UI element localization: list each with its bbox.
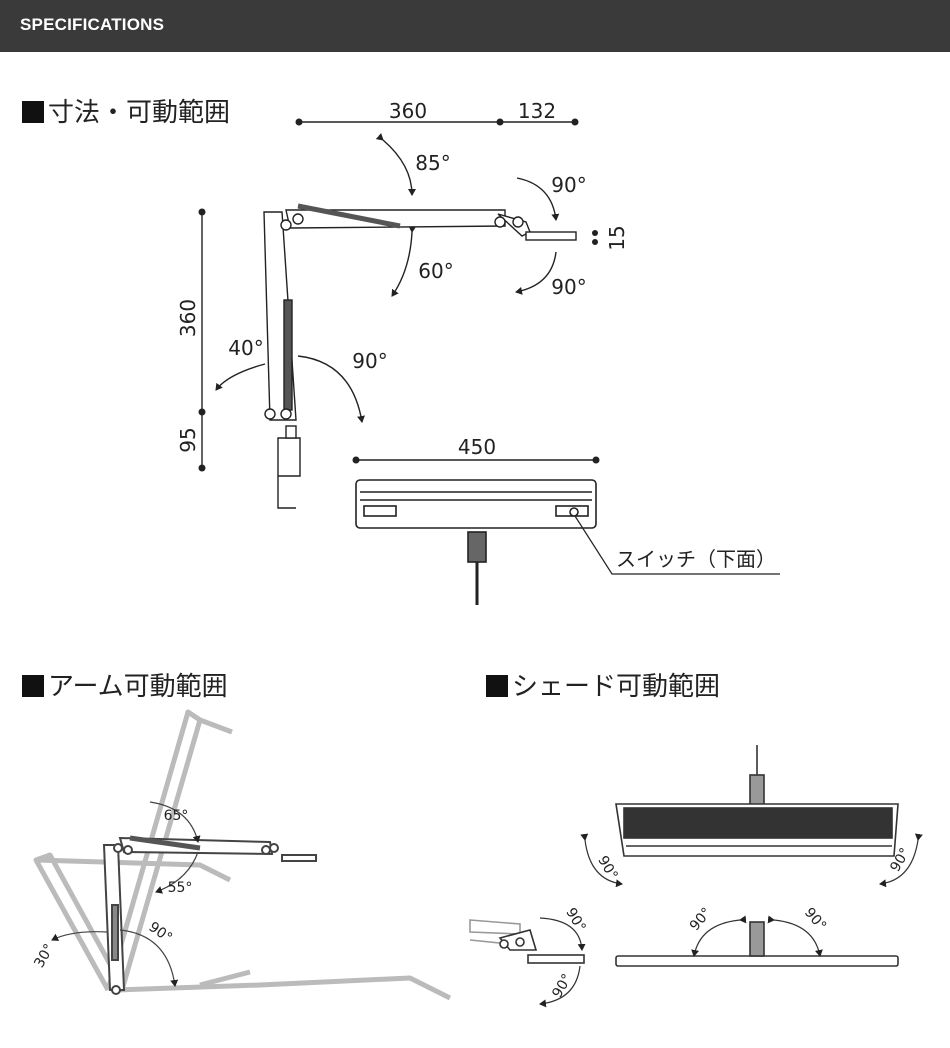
shade-range-bottom	[615, 921, 899, 967]
angle-lower-fwd: 90°	[352, 349, 387, 373]
section-title-shade: シェード可動範囲	[486, 666, 720, 703]
shade-side-down: 90°	[549, 971, 575, 1001]
shade-range-side-arcs	[539, 917, 586, 1008]
arm-range-ghost-positions	[33, 709, 452, 1001]
dim-lower-arm: 360	[176, 299, 200, 337]
square-bullet-icon	[486, 675, 508, 697]
arm-angle-upper: 65°	[164, 808, 189, 824]
shade-front-view	[355, 479, 597, 605]
square-bullet-icon	[22, 101, 44, 123]
switch-label: スイッチ（下面）	[616, 547, 776, 571]
shade-range-bottom-arcs	[691, 915, 823, 957]
shade-range-side	[469, 919, 585, 964]
shade-range-front	[615, 745, 899, 857]
shade-side-up: 90°	[562, 905, 588, 935]
arm-angle-fwd: 90°	[146, 919, 176, 946]
dim-head-thickness: 15	[605, 225, 629, 250]
header-title: SPECIFICATIONS	[20, 15, 165, 34]
angle-top-down: 60°	[418, 259, 453, 283]
arm-angle-mid: 55°	[168, 880, 193, 896]
angle-arrows	[215, 133, 560, 423]
arm-range-main-position	[102, 835, 317, 995]
arm-angle-back: 30°	[31, 941, 57, 971]
dimension-lines	[201, 121, 596, 468]
shade-angle-left: 90°	[594, 853, 620, 883]
angle-head-up: 90°	[551, 173, 586, 197]
angle-head-down: 90°	[551, 275, 586, 299]
dim-shade-width: 450	[458, 435, 496, 459]
lamp-side-view	[263, 203, 577, 509]
shade-front-right: 90°	[801, 905, 829, 934]
dim-base: 95	[176, 427, 200, 452]
dim-top-arm: 360	[389, 99, 427, 123]
angle-lower-back: 40°	[228, 336, 263, 360]
switch-leader	[574, 515, 780, 575]
section-title-arm: アーム可動範囲	[22, 666, 228, 703]
arm-range-arcs	[51, 801, 201, 987]
header-bar: SPECIFICATIONS	[0, 0, 950, 52]
section-title-dimensions: 寸法・可動範囲	[22, 92, 230, 129]
square-bullet-icon	[22, 675, 44, 697]
angle-top-up: 85°	[415, 151, 450, 175]
dim-head: 132	[518, 99, 556, 123]
shade-range-front-arcs	[580, 833, 923, 888]
dimension-dots	[198, 118, 600, 472]
